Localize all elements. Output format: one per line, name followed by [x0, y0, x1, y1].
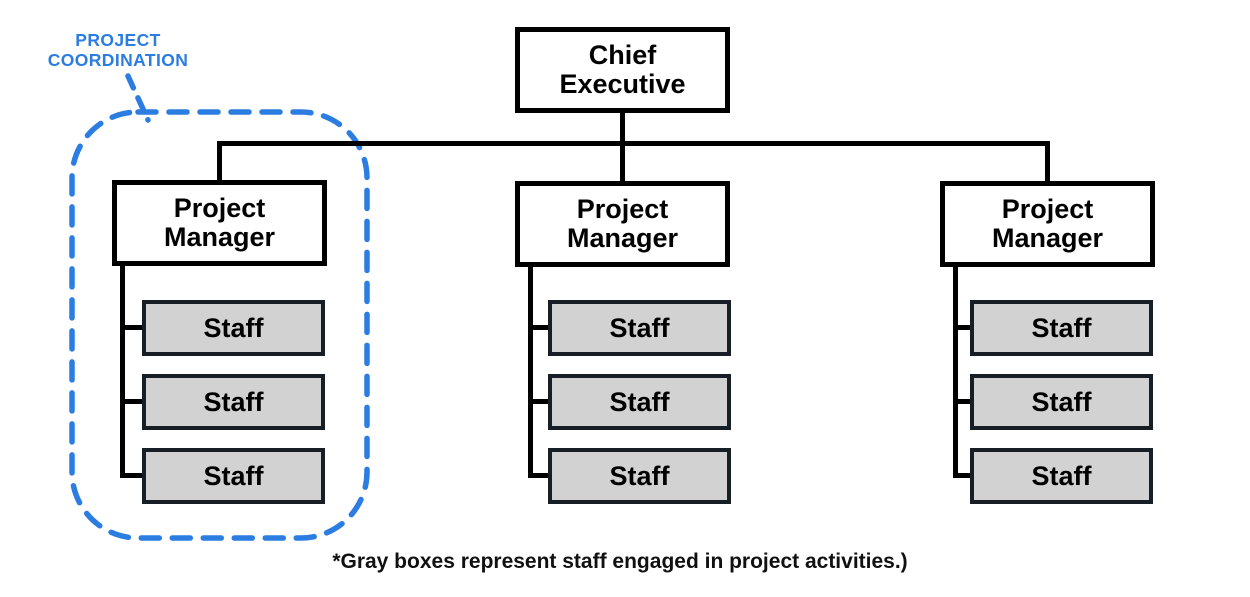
staff-label: Staff: [203, 386, 264, 417]
staff-label: Staff: [203, 312, 264, 343]
connector-horizontal: [217, 141, 1050, 146]
connector-stub: [953, 473, 972, 478]
connector-drop-right: [1045, 141, 1050, 183]
connector-stub: [120, 399, 144, 404]
footnote: *Gray boxes represent staff engaged in p…: [332, 550, 908, 573]
staff-label: Staff: [1031, 312, 1092, 343]
staff-label: Staff: [1031, 386, 1092, 417]
connector-stub: [120, 325, 144, 330]
connector-stub: [528, 325, 550, 330]
node-staff: Staff: [142, 374, 325, 430]
node-staff: Staff: [142, 448, 325, 504]
node-staff: Staff: [970, 448, 1153, 504]
coordination-label: PROJECT COORDINATION: [16, 30, 220, 70]
node-staff: Staff: [970, 300, 1153, 356]
node-staff: Staff: [548, 448, 731, 504]
chief-executive-label: Chief Executive: [559, 39, 686, 99]
staff-label: Staff: [1031, 460, 1092, 491]
connector-stub: [120, 473, 144, 478]
connector-stub: [953, 399, 972, 404]
project-manager-label: Project Manager: [991, 193, 1104, 253]
staff-label: Staff: [609, 386, 670, 417]
connector-stub: [528, 399, 550, 404]
connector-spine: [120, 264, 125, 478]
node-project-manager: Project Manager: [112, 180, 327, 266]
connector-stub: [953, 325, 972, 330]
staff-label: Staff: [609, 460, 670, 491]
connector-chief-vertical: [620, 111, 625, 181]
connector-spine: [528, 264, 533, 478]
coordination-leader-line: [125, 73, 151, 123]
connector-drop-left: [217, 141, 222, 182]
connector-spine: [953, 264, 958, 478]
node-staff: Staff: [970, 374, 1153, 430]
project-manager-label: Project Manager: [566, 193, 679, 253]
staff-label: Staff: [609, 312, 670, 343]
connector-stub: [528, 473, 550, 478]
project-manager-label: Project Manager: [163, 192, 276, 252]
node-staff: Staff: [548, 374, 731, 430]
node-staff: Staff: [548, 300, 731, 356]
node-chief-executive: Chief Executive: [515, 27, 730, 113]
coordination-label-line1: PROJECT: [75, 30, 161, 50]
coordination-label-line2: COORDINATION: [47, 49, 189, 70]
staff-label: Staff: [203, 460, 264, 491]
node-project-manager: Project Manager: [940, 181, 1155, 267]
node-staff: Staff: [142, 300, 325, 356]
node-project-manager: Project Manager: [515, 181, 730, 267]
